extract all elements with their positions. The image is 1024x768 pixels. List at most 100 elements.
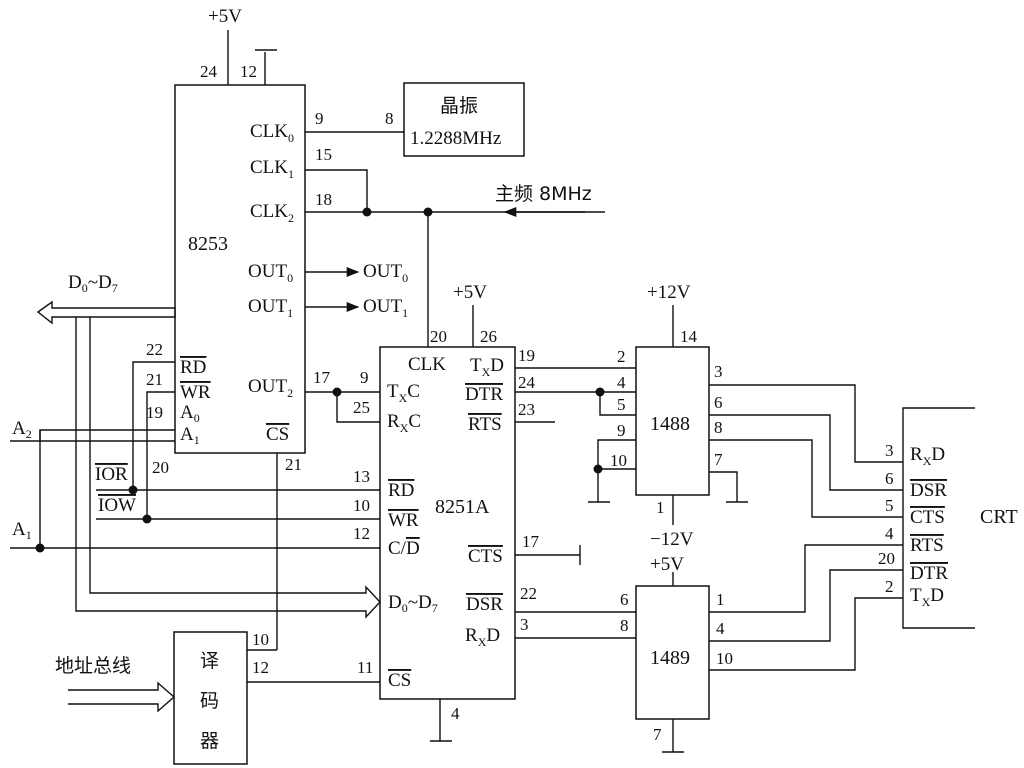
pin-8-crystal: 8 [385,109,394,128]
crt-label: CRT [980,506,1018,528]
pin-19-8253: 19 [146,403,163,422]
pin-12-8251a: 12 [353,524,370,543]
crt-cts: CTS [910,507,945,528]
pin-9-8253: 9 [315,109,324,128]
pin-22-8251a: 22 [520,584,537,603]
signal-iow: IOW [98,495,136,516]
pin-rxc-8251a: RXC [387,411,421,435]
pin-dsr-8251a: DSR [466,594,503,615]
crt-dtr: DTR [910,563,948,584]
pin-rts-8251a: RTS [468,414,502,435]
vcc-1489-label: +5V [650,554,684,575]
pin-6-1488: 6 [714,393,723,412]
pin-rxd-8251a: RXD [465,625,500,649]
pin-12-8253: 12 [240,62,257,81]
pin-1-1489: 1 [716,590,725,609]
pin-out1: OUT1 [248,296,293,320]
data-bus-label: D0~D7 [68,272,118,295]
pin-wr-8253: WR [180,382,211,403]
chip-8251a-name: 8251A [435,496,490,518]
pin-14-1488: 14 [680,327,698,346]
chip-8253-name: 8253 [188,233,228,255]
pin-clk1: CLK1 [250,157,294,181]
crystal-label: 晶振 [440,95,478,117]
chip-1488-name: 1488 [650,413,690,435]
pin-8-1488: 8 [714,418,723,437]
address-a1: A1 [12,519,32,542]
pin-11-8251a: 11 [357,658,373,677]
decoder-char-1: 译 [200,650,219,672]
address-bus-arrow [68,681,176,713]
crystal-frequency: 1.2288MHz [410,128,501,149]
pin-10-8251a: 10 [353,496,370,515]
pin-8-1489: 8 [620,616,629,635]
pin-cs-8253: CS [266,424,289,445]
vcc-8251a-label: +5V [453,282,487,303]
pin-6-1489: 6 [620,590,629,609]
address-a2: A2 [12,418,32,441]
address-bus-label: 地址总线 [55,655,131,677]
decoder-box [173,631,248,765]
pin-20-8251a: 20 [430,327,447,346]
pin-17-8251a: 17 [522,532,540,551]
crt-connector [902,407,975,629]
pin-txc-8251a: TXC [387,381,420,405]
pin-data-8251a: D0~D7 [388,592,438,615]
pin-4-1489: 4 [716,619,725,638]
pin-rd-8251a: RD [388,480,414,501]
pin-9-8251a: 9 [360,368,369,387]
pin-cd-8251a: C/D [388,538,420,559]
crt-dsr: DSR [910,480,947,501]
pin-4-1488: 4 [617,373,626,392]
pin-10-1489: 10 [716,649,733,668]
chip-1489-name: 1489 [650,647,690,669]
vcc-8253-label: +5V [208,6,242,27]
pin-25-8251a: 25 [353,398,370,417]
crt-pin-3: 3 [885,441,894,460]
pin-1-1488: 1 [656,498,665,517]
pin-18-8253: 18 [315,190,332,209]
main-frequency-label: 主频 8MHz [495,183,592,205]
pin-20-8253: 20 [152,458,169,477]
pin-7-1488: 7 [714,450,723,469]
pin-dtr-8251a: DTR [465,384,503,405]
pin-txd-8251a: TXD [470,355,504,379]
pin-clk0: CLK0 [250,121,294,145]
crt-pin-2: 2 [885,577,894,596]
pin-3-1488: 3 [714,362,723,381]
pin-10-decoder: 10 [252,630,269,649]
vee-1488-label: −12V [650,529,694,550]
pin-24-8253: 24 [200,62,218,81]
pin-a1-8253: A1 [180,424,200,447]
pin-out2: OUT2 [248,376,293,400]
pin-a0-8253: A0 [180,402,200,425]
pin-clk-8251a: CLK [408,354,446,375]
crt-pin-5: 5 [885,496,894,515]
crt-rxd: RXD [910,444,945,468]
pin-26-8251a: 26 [480,327,497,346]
decoder-char-2: 码 [200,690,219,712]
pin-4-8251a: 4 [451,704,460,723]
pin-7-1489: 7 [653,725,662,744]
chip-8251a-body [379,346,516,700]
pin-3-8251a: 3 [520,615,529,634]
crt-pin-4: 4 [885,524,894,543]
output-out0: OUT0 [363,261,408,285]
pin-9-1488: 9 [617,421,626,440]
pin-12-decoder: 12 [252,658,269,677]
signal-ior: IOR [95,464,128,485]
pin-wr-8251a: WR [388,510,419,531]
decoder-char-3: 器 [200,730,219,752]
crt-rts: RTS [910,535,944,556]
pin-out0: OUT0 [248,261,293,285]
pin-23-8251a: 23 [518,400,535,419]
output-out1: OUT1 [363,296,408,320]
pin-21b-8253: 21 [285,455,302,474]
crystal-box [403,82,525,157]
crt-pin-20: 20 [878,549,895,568]
chip-8253-body [174,84,306,454]
data-bus-arrow [36,300,176,325]
pin-13-8251a: 13 [353,467,370,486]
pin-2-1488: 2 [617,347,626,366]
